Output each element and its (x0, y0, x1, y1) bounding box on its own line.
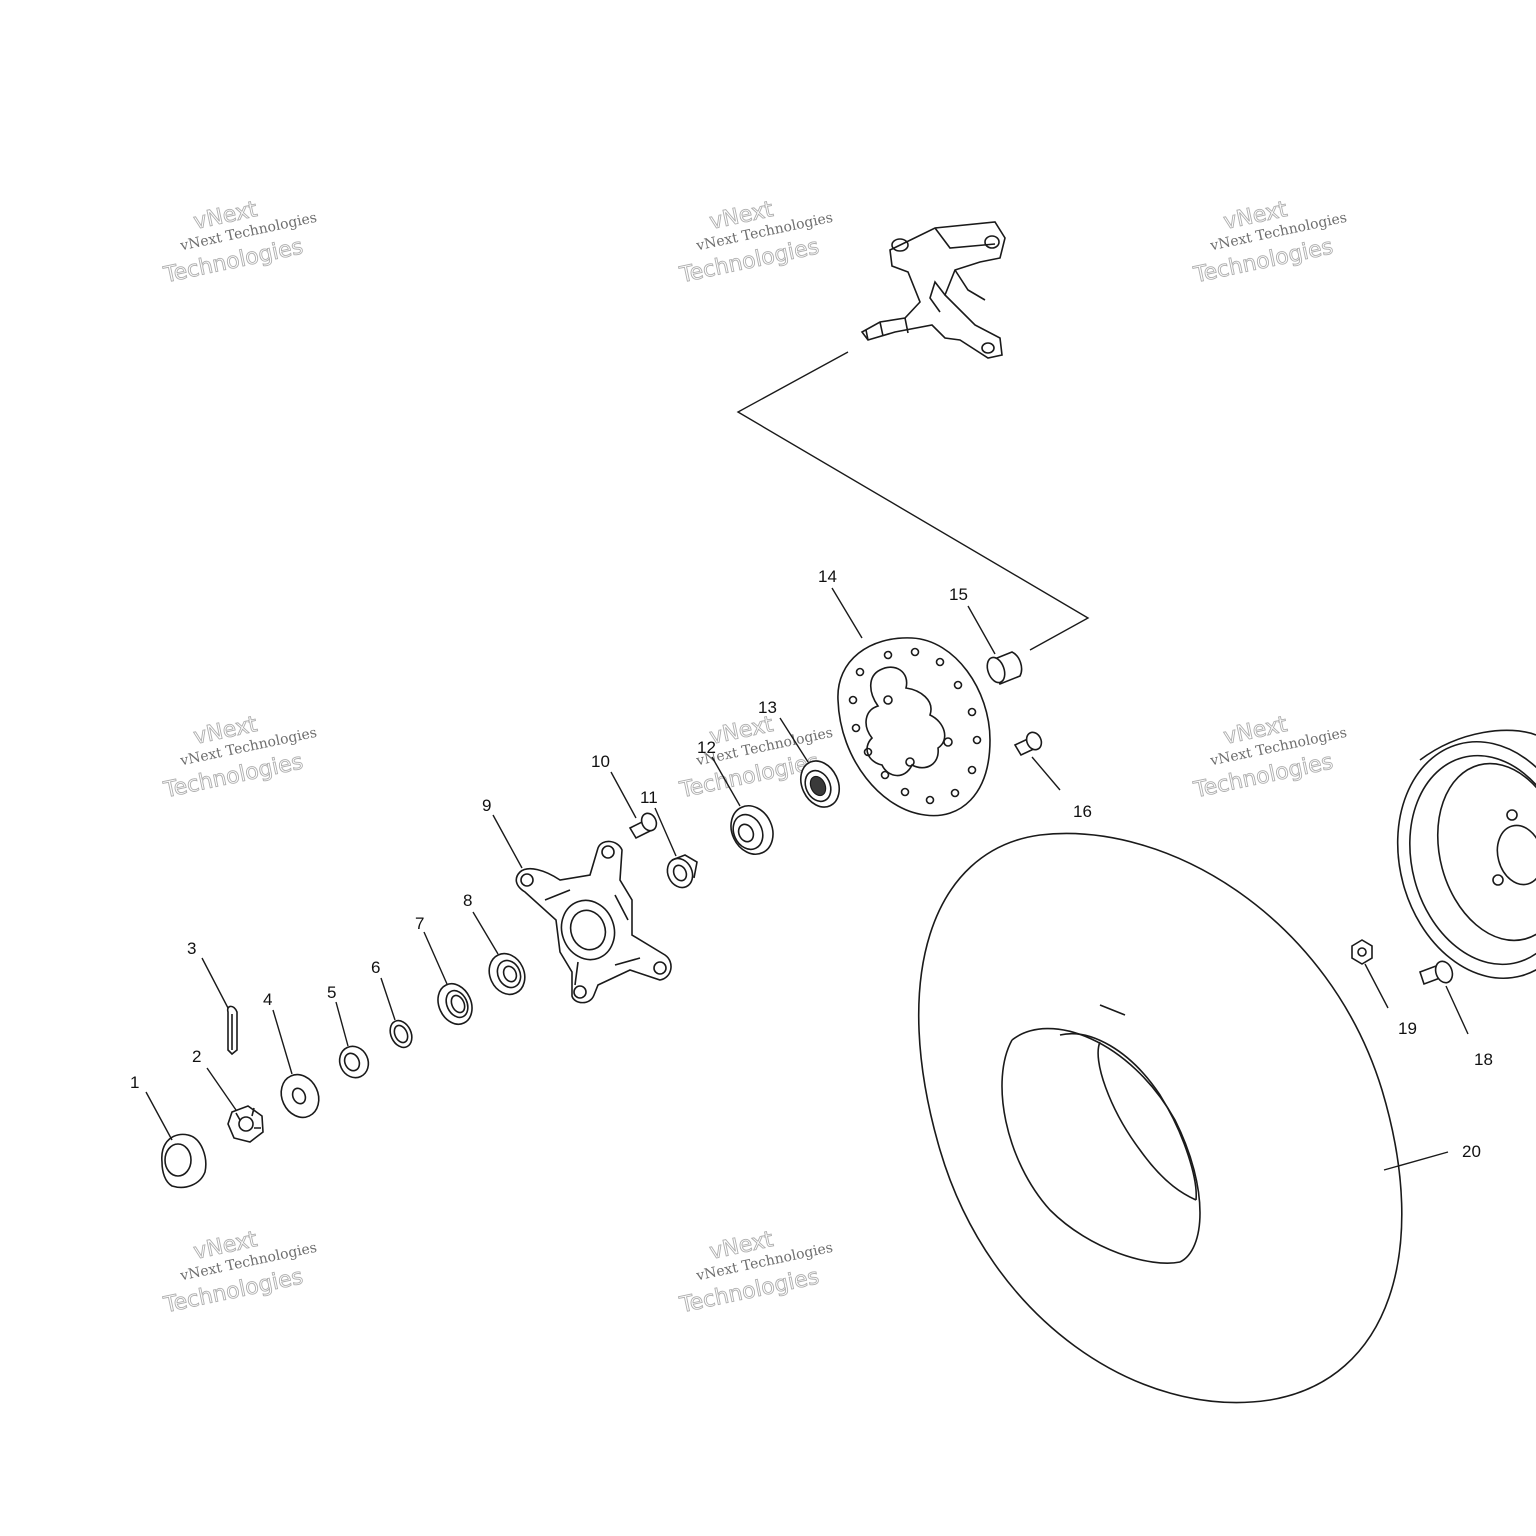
callout-19: 19 (1398, 1019, 1417, 1038)
callout-16: 16 (1073, 802, 1092, 821)
callout-4: 4 (263, 990, 272, 1009)
part-8-bearing (483, 948, 532, 1000)
part-16-bolt (1015, 730, 1044, 755)
part-18-valve-stem (1420, 959, 1455, 985)
leader-lines (145, 587, 1469, 1171)
part-11-spacer (663, 854, 697, 891)
callout-18: 18 (1474, 1050, 1493, 1069)
assembly-reference-line (736, 351, 1090, 651)
callout-15: 15 (949, 585, 968, 604)
watermark-top-left: vNext vNext Technologies Technologies (160, 197, 318, 289)
callout-7: 7 (415, 914, 424, 933)
watermark-bottom-center: vNext vNext Technologies Technologies (676, 1227, 834, 1319)
brake-disc-holes (850, 649, 981, 804)
part-4-washer (274, 1068, 325, 1123)
watermark-mid-left: vNext vNext Technologies Technologies (160, 712, 318, 804)
callout-2: 2 (192, 1047, 201, 1066)
part-9-wheel-hub (516, 841, 671, 1002)
callout-14: 14 (818, 567, 837, 586)
callout-10: 10 (591, 752, 610, 771)
part-15-bushing (984, 652, 1022, 685)
callout-20: 20 (1462, 1142, 1481, 1161)
callout-labels: 1 2 3 4 5 6 7 8 9 10 11 12 13 14 15 16 1… (130, 567, 1493, 1161)
part-5-spacer (335, 1042, 374, 1083)
callout-13: 13 (758, 698, 777, 717)
watermark-mid-right: vNext vNext Technologies Technologies (1190, 712, 1348, 804)
part-14-brake-disc (838, 638, 990, 816)
callout-5: 5 (327, 983, 336, 1002)
part-3-cotter-pin (228, 1006, 237, 1054)
part-10-bolt (630, 811, 659, 838)
callout-6: 6 (371, 958, 380, 977)
part-1-hub-cap (162, 1134, 206, 1187)
part-17-rim (1372, 721, 1536, 999)
callout-11: 11 (640, 788, 658, 807)
part-2-castle-nut (228, 1106, 263, 1142)
callout-9: 9 (482, 796, 491, 815)
part-12-bearing (723, 799, 780, 861)
part-7-seal (432, 978, 479, 1030)
part-13-seal (794, 755, 847, 814)
callout-8: 8 (463, 891, 472, 910)
callout-1: 1 (130, 1073, 139, 1092)
steering-knuckle (862, 222, 1005, 358)
watermark-bottom-left: vNext vNext Technologies Technologies (160, 1227, 318, 1319)
part-6-ring (386, 1017, 416, 1051)
part-19-lug-nut (1352, 940, 1372, 964)
watermark-top-center: vNext vNext Technologies Technologies (676, 197, 834, 289)
part-20-tire (919, 834, 1402, 1403)
watermark-top-right: vNext vNext Technologies Technologies (1190, 197, 1348, 289)
callout-3: 3 (187, 939, 196, 958)
callout-12: 12 (697, 738, 716, 757)
